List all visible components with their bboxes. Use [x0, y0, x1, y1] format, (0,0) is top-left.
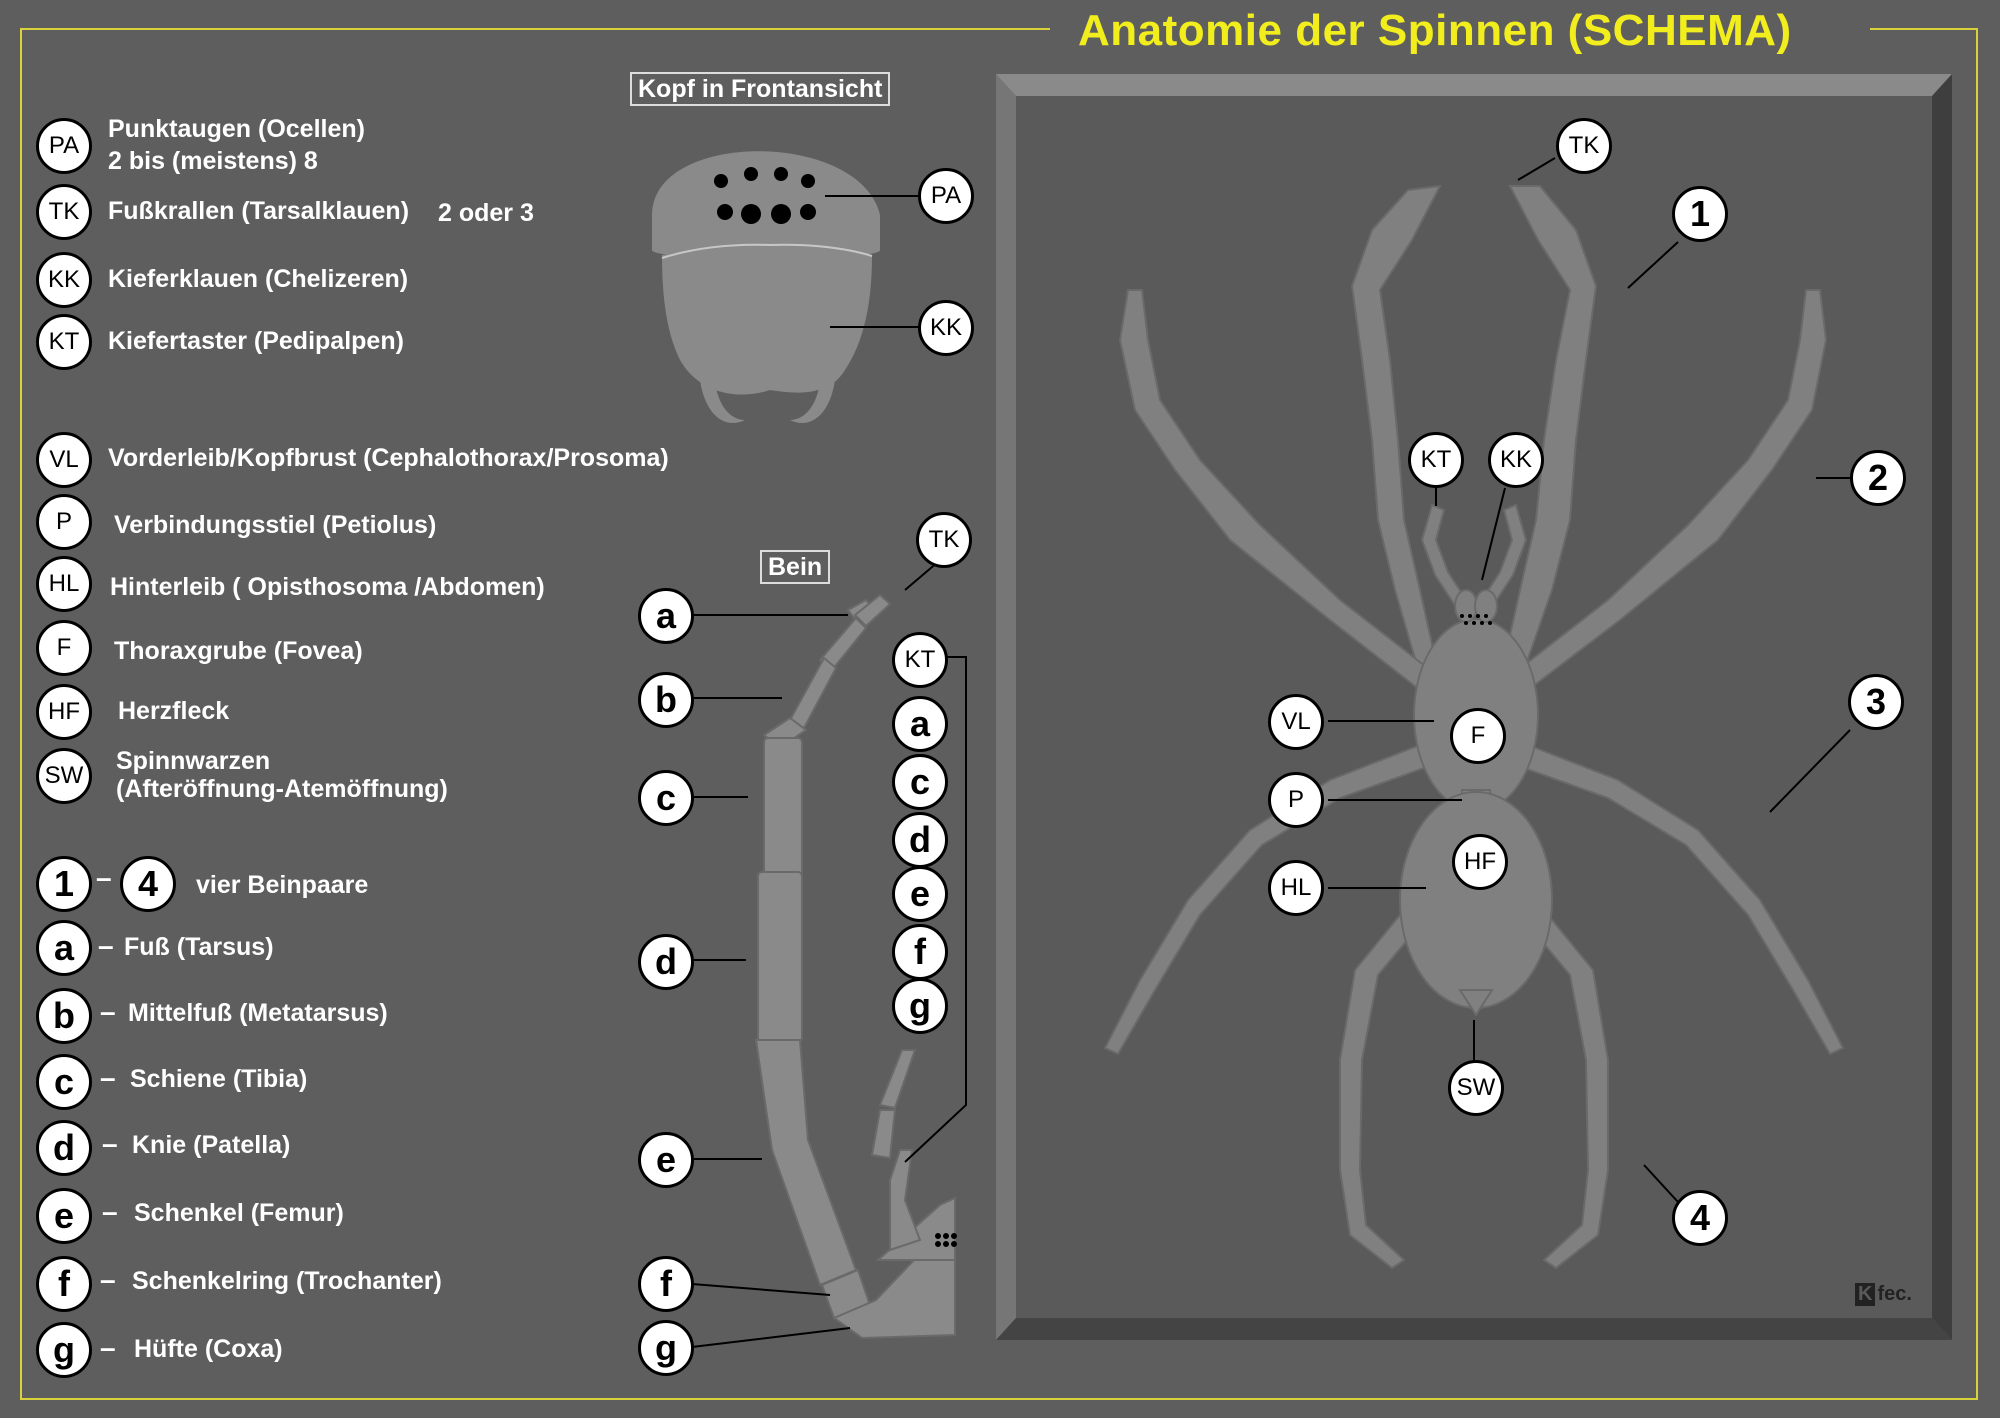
spider-callout-4: 4 — [1672, 1190, 1728, 1246]
head-front-view — [652, 151, 920, 424]
palp-callout-a: a — [892, 696, 948, 752]
legend-text: Kiefertaster (Pedipalpen) — [108, 327, 404, 355]
legend-text2: 2 oder 3 — [438, 199, 534, 227]
legend-text2: (Afteröffnung-Atemöffnung) — [116, 775, 448, 803]
spider-callout-kk: KK — [1488, 432, 1544, 488]
segment-text: Schenkel (Femur) — [134, 1199, 344, 1227]
segment-dash: – — [100, 1332, 116, 1363]
leg-callout-g: g — [638, 1320, 694, 1376]
legend-text: Kieferklauen (Chelizeren) — [108, 265, 409, 293]
palp-callout-d: d — [892, 812, 948, 868]
palp-callout-c: c — [892, 754, 948, 810]
legend-text: Hinterleib ( Opisthosoma /Abdomen) — [110, 573, 545, 601]
page-title: Anatomie der Spinnen (SCHEMA) — [1078, 6, 1792, 55]
legend-code: KK — [36, 252, 92, 308]
segment-code: e — [36, 1188, 92, 1244]
leg-callout-b: b — [638, 672, 694, 728]
legend-code: PA — [36, 118, 92, 174]
legend-text: Fußkrallen (Tarsalklauen) — [108, 197, 410, 225]
spider-callout-sw: SW — [1448, 1060, 1504, 1116]
legend-text: Vorderleib/Kopfbrust (Cephalothorax/Pros… — [108, 444, 669, 472]
leg-pair-from: 1 — [36, 856, 92, 912]
legend-code: VL — [36, 432, 92, 488]
spider-callout-2: 2 — [1850, 450, 1906, 506]
segment-text: Hüfte (Coxa) — [134, 1335, 283, 1363]
leg-diagram — [754, 593, 956, 1340]
palp-callout-e: e — [892, 866, 948, 922]
segment-dash: – — [100, 1062, 116, 1093]
leg-lines — [691, 555, 967, 1348]
leg-callout-tk: TK — [916, 512, 972, 568]
segment-dash: – — [98, 930, 114, 961]
leg-pair-to: 4 — [120, 856, 176, 912]
leg-pair-text: vier Beinpaare — [196, 871, 369, 899]
spider-callout-p: P — [1268, 772, 1324, 828]
spider-callout-3: 3 — [1848, 674, 1904, 730]
segment-text: Knie (Patella) — [132, 1131, 291, 1159]
segment-text: Schiene (Tibia) — [130, 1065, 308, 1093]
legend-text: Spinnwarzen — [116, 747, 271, 775]
legend-text: Punktaugen (Ocellen) — [108, 115, 365, 143]
leg-callout-f: f — [638, 1256, 694, 1312]
spider-eyes — [1460, 614, 1492, 625]
palp-callout-g: g — [892, 978, 948, 1034]
legend-text2: 2 bis (meistens) 8 — [108, 147, 318, 175]
legend-code: SW — [36, 748, 92, 804]
segment-dash: – — [102, 1128, 118, 1159]
logo-text: fec. — [1877, 1283, 1912, 1305]
legend-code: TK — [36, 184, 92, 240]
spider-callout-vl: VL — [1268, 694, 1324, 750]
legend-code: HL — [36, 556, 92, 612]
segment-code: d — [36, 1120, 92, 1176]
segment-text: Mittelfuß (Metatarsus) — [128, 999, 388, 1027]
leg-callout-a: a — [638, 588, 694, 644]
segment-code: g — [36, 1322, 92, 1378]
leg-pair-dash: – — [96, 862, 112, 893]
segment-dash: – — [102, 1196, 118, 1227]
leg-view-label: Bein — [760, 550, 831, 584]
head-callout-pa: PA — [918, 168, 974, 224]
legend-code: HF — [36, 684, 92, 740]
leg-callout-e: e — [638, 1132, 694, 1188]
legend-text: Herzfleck — [118, 697, 230, 725]
segment-code: b — [36, 988, 92, 1044]
legend-text: Thoraxgrube (Fovea) — [114, 637, 363, 665]
segment-dash: – — [100, 1264, 116, 1295]
spider-callout-tk: TK — [1556, 118, 1612, 174]
legend-code: P — [36, 494, 92, 550]
spider-callout-hl: HL — [1268, 860, 1324, 916]
spider-callout-f: F — [1450, 708, 1506, 764]
spider-callout-kt: KT — [1408, 432, 1464, 488]
segment-code: a — [36, 920, 92, 976]
spider-callout-hf: HF — [1452, 834, 1508, 890]
leg-callout-d: d — [638, 934, 694, 990]
segment-code: f — [36, 1256, 92, 1312]
spider-callout-1: 1 — [1672, 186, 1728, 242]
segment-dash: – — [100, 996, 116, 1027]
legend-code: F — [36, 620, 92, 676]
frame-top-right — [1870, 28, 1978, 30]
palp-callout-kt: KT — [892, 632, 948, 688]
segment-text: Schenkelring (Trochanter) — [132, 1267, 442, 1295]
legend-code: KT — [36, 314, 92, 370]
outer-frame — [20, 30, 1978, 1400]
segment-text: Fuß (Tarsus) — [124, 933, 274, 961]
legend-text: Verbindungsstiel (Petiolus) — [114, 511, 437, 539]
palp-callout-f: f — [892, 924, 948, 980]
frame-top-left — [20, 28, 1050, 30]
head-callout-kk: KK — [918, 300, 974, 356]
leg-callout-c: c — [638, 770, 694, 826]
head-view-label: Kopf in Frontansicht — [630, 72, 891, 106]
spider-lines — [1328, 157, 1854, 1203]
segment-code: c — [36, 1054, 92, 1110]
